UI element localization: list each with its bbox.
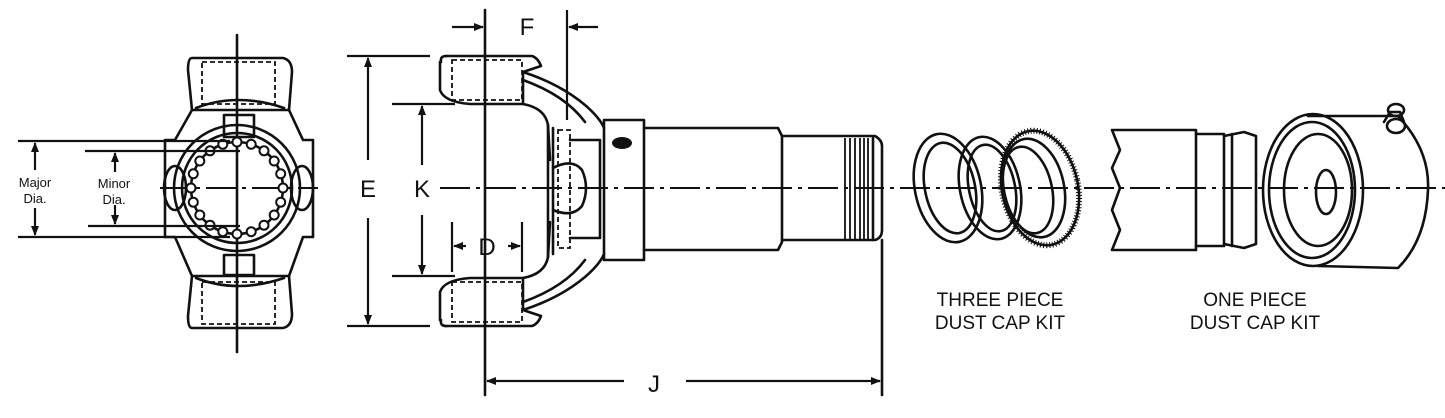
minor-dia-label-2: Dia. (102, 192, 125, 207)
dim-k-label: K (414, 176, 430, 203)
dimension-f: F (452, 10, 598, 120)
one-piece-label-2: DUST CAP KIT (1190, 313, 1321, 334)
one-piece-label-1: ONE PIECE (1203, 290, 1306, 311)
dimension-k: K (392, 102, 455, 278)
end-view-yoke (160, 33, 318, 354)
dimension-j: J (486, 371, 881, 398)
dim-f-label: F (520, 14, 535, 41)
three-piece-label-2: DUST CAP KIT (935, 313, 1066, 334)
dimension-e: E (347, 54, 430, 328)
dimension-d: D (450, 222, 524, 272)
dim-d-label: D (478, 234, 495, 261)
side-view-slip-yoke (438, 8, 1445, 397)
three-piece-dust-cap-kit: THREE PIECE DUST CAP KIT (912, 127, 1083, 334)
one-piece-dust-cap-kit: ONE PIECE DUST CAP KIT (1110, 102, 1430, 334)
dim-j-label: J (648, 371, 660, 398)
three-piece-label-1: THREE PIECE (937, 290, 1064, 311)
major-minor-dimensions: Major Dia. Minor Dia. (18, 139, 240, 239)
major-dia-label: Major (19, 175, 52, 190)
major-dia-label-2: Dia. (23, 191, 46, 206)
minor-dia-label: Minor (98, 176, 131, 191)
spline-grooves (844, 136, 875, 242)
spline-teeth (185, 136, 289, 240)
dim-e-label: E (360, 176, 376, 203)
